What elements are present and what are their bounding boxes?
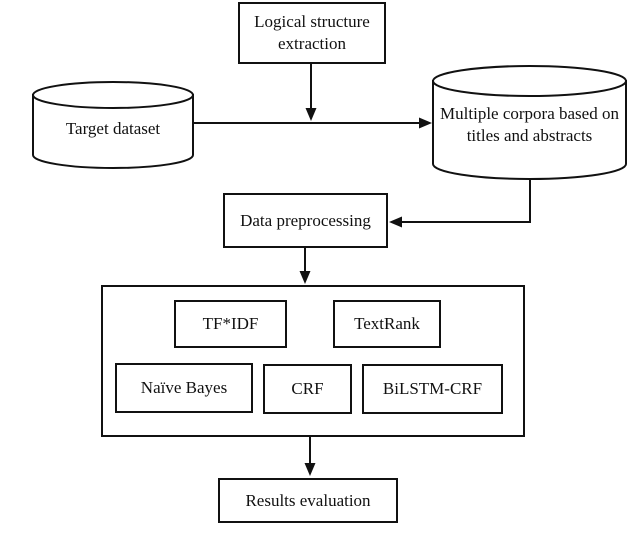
target-dataset-cylinder-top bbox=[32, 81, 194, 109]
bilstm-crf-label: BiLSTM-CRF bbox=[382, 379, 483, 399]
multiple-corpora-cylinder-body bbox=[432, 80, 627, 180]
crf-box: CRF bbox=[263, 364, 352, 414]
tfidf-box: TF*IDF bbox=[174, 300, 287, 348]
tfidf-label: TF*IDF bbox=[202, 314, 259, 334]
naive-bayes-box: Naïve Bayes bbox=[115, 363, 253, 413]
target-dataset-cylinder-body bbox=[32, 94, 194, 169]
arrow-multiple-corpora-to-data-preprocessing bbox=[389, 179, 531, 228]
data-preprocessing-label: Data preprocessing bbox=[240, 210, 371, 230]
logical-structure-extraction-label: Logical structure extraction bbox=[254, 12, 370, 53]
multiple-corpora-cylinder-top bbox=[432, 65, 627, 97]
textrank-box: TextRank bbox=[333, 300, 441, 348]
textrank-label: TextRank bbox=[354, 314, 420, 334]
target-dataset-cylinder bbox=[32, 81, 194, 169]
target-dataset-label: Target dataset bbox=[65, 119, 161, 138]
bilstm-crf-box: BiLSTM-CRF bbox=[362, 364, 503, 414]
multiple-corpora-label: Multiple corpora based on titles and abs… bbox=[440, 104, 619, 146]
methods-group-box bbox=[101, 285, 525, 437]
logical-structure-extraction-box: Logical structure extraction bbox=[238, 2, 386, 64]
naive-bayes-label: Naïve Bayes bbox=[140, 378, 228, 398]
multiple-corpora-cylinder bbox=[432, 65, 627, 180]
results-evaluation-box: Results evaluation bbox=[218, 478, 398, 523]
data-preprocessing-box: Data preprocessing bbox=[223, 193, 388, 248]
results-evaluation-label: Results evaluation bbox=[245, 490, 371, 510]
crf-label: CRF bbox=[291, 379, 324, 399]
